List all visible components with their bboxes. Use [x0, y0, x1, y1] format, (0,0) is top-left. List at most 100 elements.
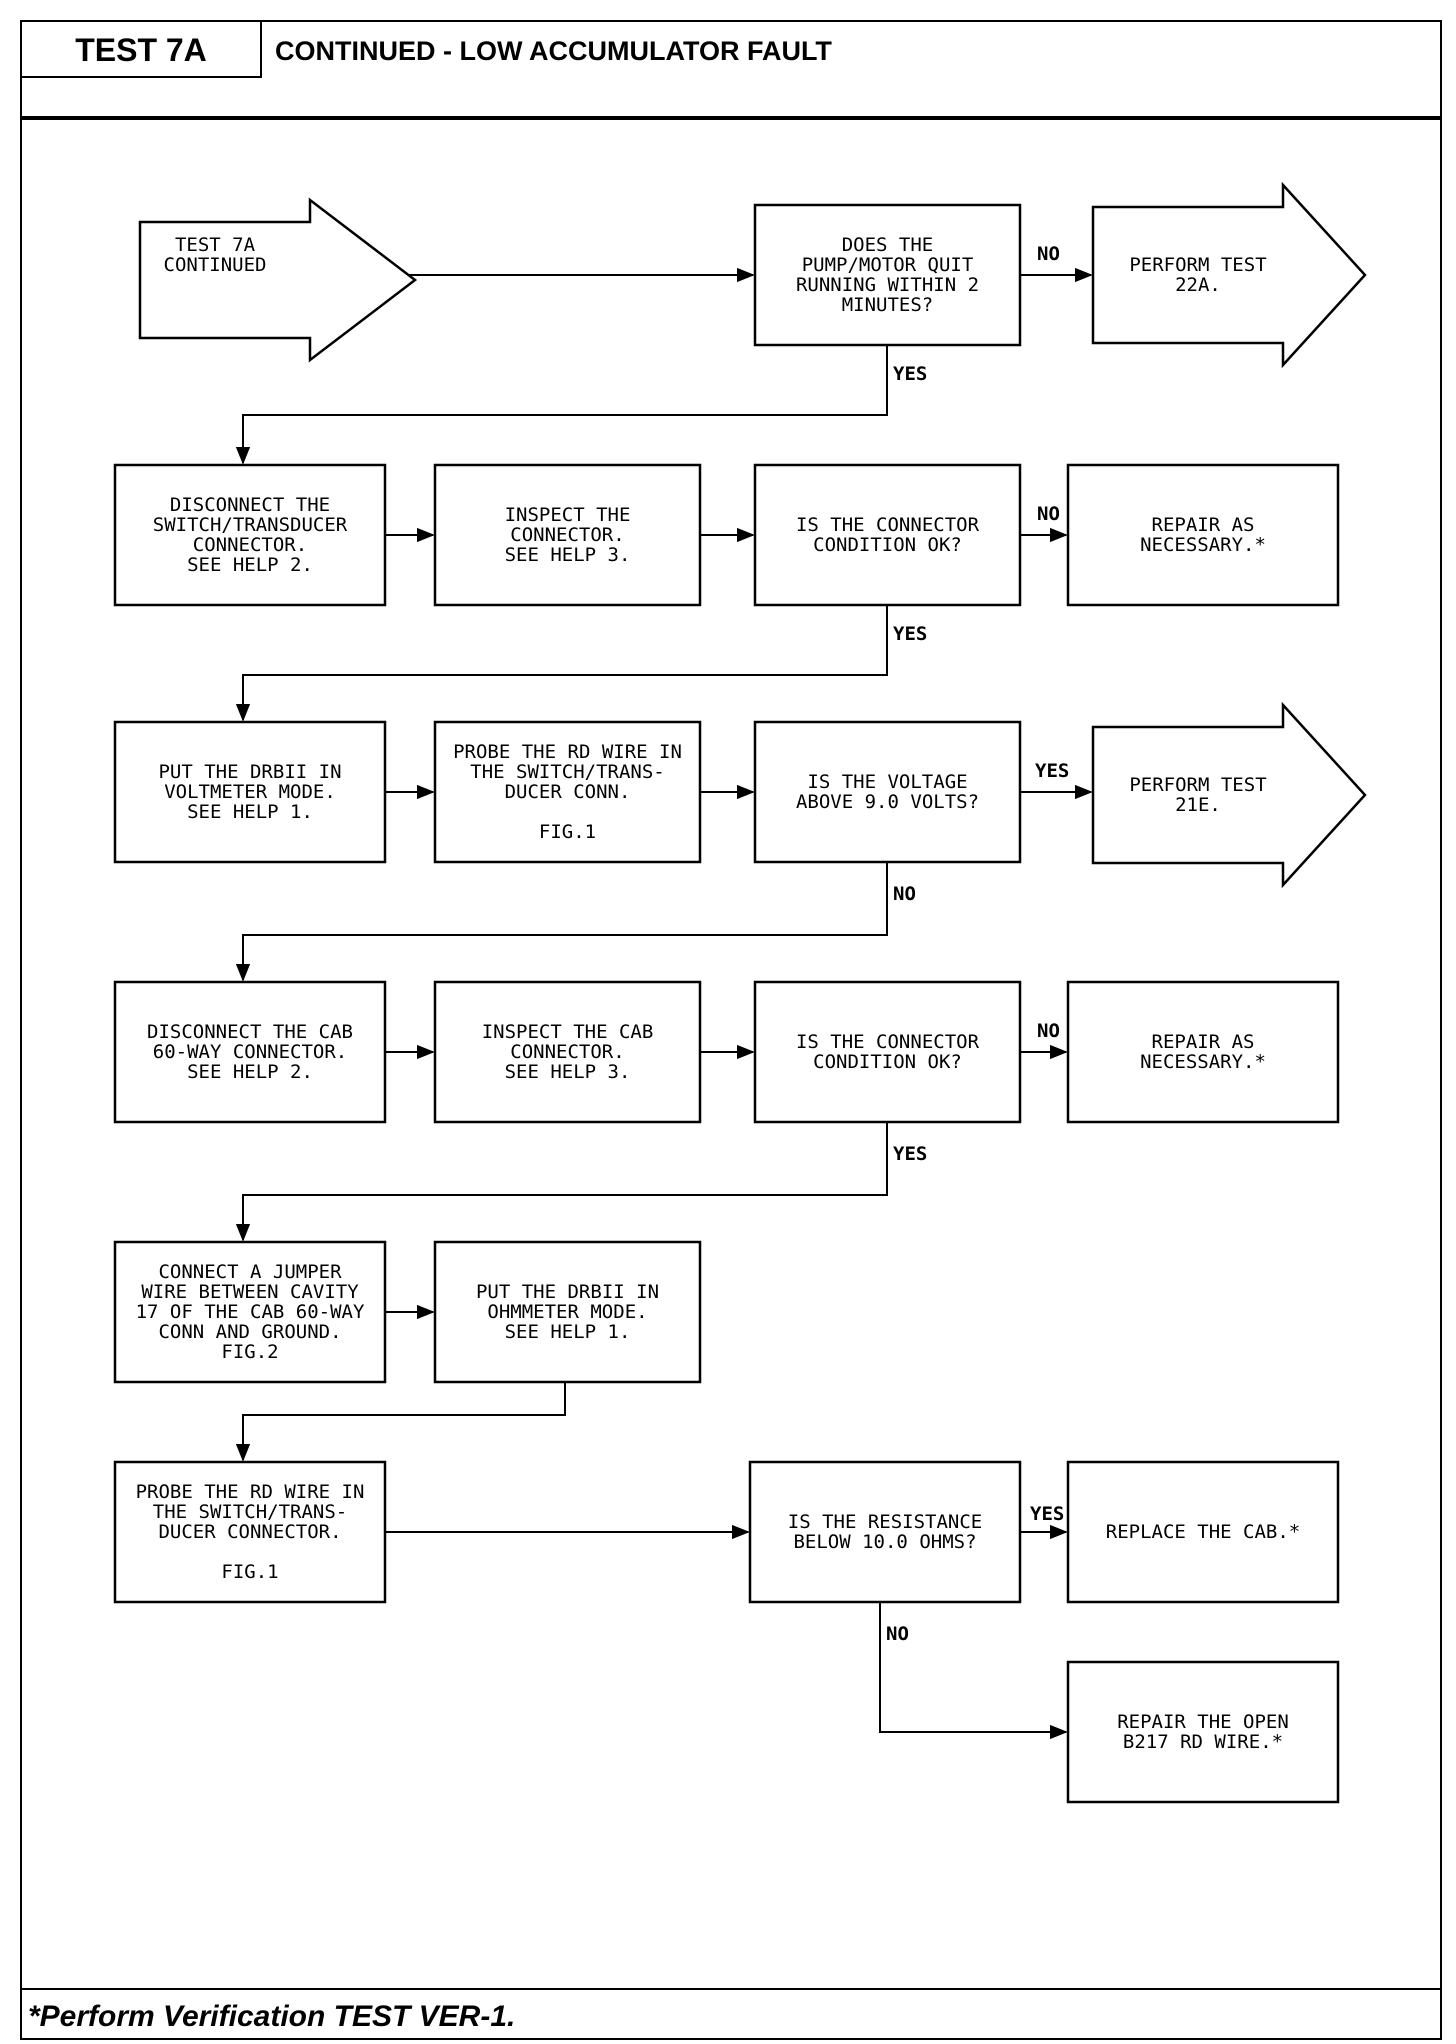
- node-text-line: PERFORM TEST: [1129, 254, 1266, 276]
- node-shape: [1066, 1660, 1340, 1804]
- node-text-line: CONNECT A JUMPER: [158, 1261, 342, 1283]
- node-text-line: TEST 7A: [175, 234, 256, 256]
- edge-label-volt-no: NO: [893, 883, 916, 905]
- node-text-line: REPLACE THE CAB.*: [1106, 1521, 1300, 1543]
- node-text-line: VOLTMETER MODE.: [164, 781, 336, 803]
- node-text-line: FIG.2: [221, 1341, 278, 1363]
- edge-label-res-no: NO: [886, 1623, 909, 1645]
- node-shape: [1091, 701, 1367, 889]
- node-text-line: CONTINUED: [164, 254, 267, 276]
- test-label-box: [20, 20, 262, 78]
- node-text-line: MINUTES?: [842, 294, 934, 316]
- node-text-line: SEE HELP 2.: [187, 1061, 313, 1083]
- node-text-line: DISCONNECT THE CAB: [147, 1021, 353, 1043]
- node-shape: [1066, 1460, 1340, 1604]
- node-text-line: IS THE CONNECTOR: [796, 514, 980, 536]
- edge-label-conn1-yes: YES: [893, 623, 927, 645]
- node-text-line: PUT THE DRBII IN: [158, 761, 341, 783]
- node-text-line: IS THE VOLTAGE: [807, 771, 967, 793]
- node-text-line: THE SWITCH/TRANS-: [153, 1501, 347, 1523]
- node-text-line: SEE HELP 3.: [505, 1061, 631, 1083]
- node-text-line: FIG.1: [221, 1561, 278, 1583]
- node-replace-cab: REPLACE THE CAB.*: [1066, 1460, 1340, 1604]
- node-text-line: CONNECTOR.: [193, 534, 307, 556]
- node-text-line: REPAIR AS: [1152, 1031, 1255, 1053]
- node-shape: [753, 463, 1022, 607]
- node-text-line: PUMP/MOTOR QUIT: [802, 254, 974, 276]
- node-text-line: SEE HELP 2.: [187, 554, 313, 576]
- edge-label-conn2-no: NO: [1037, 1020, 1060, 1042]
- node-shape: [1066, 463, 1340, 607]
- node-text-line: SEE HELP 3.: [505, 544, 631, 566]
- node-shape: [113, 980, 387, 1124]
- node-shape: [433, 463, 702, 607]
- node-text-line: 21E.: [1175, 794, 1221, 816]
- node-shape: [433, 1240, 702, 1384]
- edge-pump-yes: [235, 345, 888, 465]
- node-shape: [138, 197, 418, 363]
- node-text-line: B217 RD WIRE.*: [1123, 1731, 1283, 1753]
- edge-conn1-yes: [235, 605, 888, 722]
- node-text-line: INSPECT THE: [505, 504, 631, 526]
- node-shape: [433, 720, 702, 864]
- edge-label-pump-no: NO: [1037, 243, 1060, 265]
- node-shape: [113, 720, 387, 864]
- node-text-line: RUNNING WITHIN 2: [796, 274, 979, 296]
- node-shape: [753, 720, 1022, 864]
- node-text-line: DISCONNECT THE: [170, 494, 330, 516]
- node-text-line: DUCER CONNECTOR.: [158, 1521, 341, 1543]
- node-text-line: SEE HELP 1.: [187, 801, 313, 823]
- node-text-line: OHMMETER MODE.: [487, 1301, 647, 1323]
- node-text-line: REPAIR THE OPEN: [1117, 1711, 1289, 1733]
- node-disc-switch: DISCONNECT THESWITCH/TRANSDUCERCONNECTOR…: [113, 463, 387, 607]
- node-shape: [113, 1240, 387, 1384]
- edge-label-conn1-no: NO: [1037, 503, 1060, 525]
- node-text-line: CONDITION OK?: [813, 1051, 962, 1073]
- node-text-line: DUCER CONN.: [505, 781, 631, 803]
- node-text-line: NECESSARY.*: [1140, 1051, 1266, 1073]
- node-shape: [753, 203, 1022, 347]
- test-label: TEST 7A: [75, 31, 207, 68]
- footer-note: *Perform Verification TEST VER-1.: [28, 2000, 516, 2033]
- node-text-line: PUT THE DRBII IN: [476, 1281, 659, 1303]
- edge-label-pump-yes: YES: [893, 363, 927, 385]
- node-shape: [113, 1460, 387, 1604]
- node-text-line: CONNECTOR.: [510, 524, 624, 546]
- node-text-line: REPAIR AS: [1152, 514, 1255, 536]
- edge-label-volt-yes: YES: [1035, 760, 1069, 782]
- node-shape: [748, 1460, 1022, 1604]
- node-text-line: SEE HELP 1.: [505, 1321, 631, 1343]
- node-text-line: CONN AND GROUND.: [158, 1321, 341, 1343]
- node-text-line: DOES THE: [842, 234, 934, 256]
- node-text-line: BELOW 10.0 OHMS?: [793, 1531, 976, 1553]
- edge-conn2-yes: [235, 1122, 888, 1242]
- node-text-line: PROBE THE RD WIRE IN: [453, 741, 682, 763]
- edge-ohm-to-probe: [235, 1382, 566, 1462]
- node-text-line: THE SWITCH/TRANS-: [470, 761, 664, 783]
- node-shape: [753, 980, 1022, 1124]
- node-text-line: SWITCH/TRANSDUCER: [153, 514, 348, 536]
- node-text-line: INSPECT THE CAB: [482, 1021, 654, 1043]
- edge-label-res-yes: YES: [1030, 1503, 1064, 1525]
- edge-label-conn2-yes: YES: [893, 1143, 927, 1165]
